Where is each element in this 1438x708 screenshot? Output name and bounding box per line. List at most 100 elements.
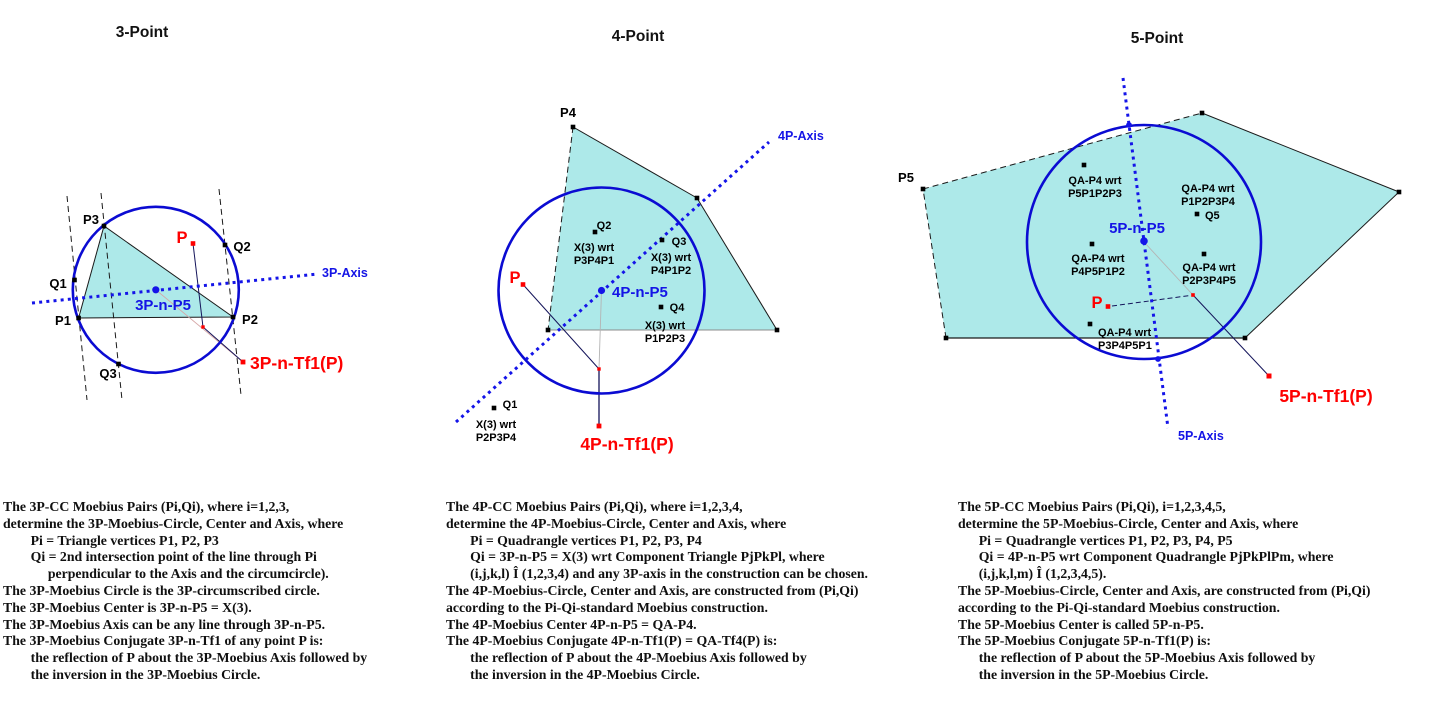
label-p-4p: P (509, 269, 520, 287)
point-marker-q3-4p (659, 237, 665, 243)
panel-5p-diagram: 5-Point P5 5P-Axis 5P-n-P5 QA-P4 wrt P5P… (898, 30, 1402, 443)
point-marker-p-5p (1105, 304, 1111, 309)
point-marker-q2 (222, 242, 228, 248)
center-dot-4p (597, 286, 606, 295)
label-p5: P5 (898, 170, 914, 185)
point-marker-q1 (72, 277, 77, 283)
label-q1-tri: P2P3P4 (476, 432, 517, 444)
point-marker-vertex-p1 (545, 327, 551, 333)
label-center-5p: 5P-n-P5 (1109, 220, 1165, 237)
perpendicular-line-p2q2 (218, 188, 242, 396)
point-marker-vertex-right (1396, 189, 1402, 195)
label-q3-tri: P4P1P2 (651, 265, 691, 277)
label-q2-wrt: X(3) wrt (574, 242, 615, 254)
inversion-ray-4p (598, 290, 602, 370)
label-qa1-quad: P5P1P2P3 (1068, 188, 1122, 200)
point-marker-p5 (920, 186, 926, 192)
triangle-p1p2p3 (77, 225, 235, 319)
label-q1: Q1 (49, 276, 66, 291)
axis-circle-intersection-top (1126, 122, 1132, 128)
label-qa4-wrt: QA-P4 wrt (1182, 262, 1236, 274)
label-q1-wrt: X(3) wrt (476, 419, 517, 431)
description-5p: The 5P-CC Moebius Pairs (Pi,Qi), i=1,2,3… (958, 499, 1371, 682)
label-p4: P4 (560, 105, 577, 120)
label-q4-name: Q4 (670, 302, 686, 314)
conjugate-segment-3p (202, 326, 244, 363)
point-marker-reflection-5p (1191, 293, 1195, 297)
inversion-ray-5p (1143, 241, 1194, 296)
panel-title-4p: 4-Point (612, 28, 665, 45)
label-qa2-wrt: QA-P4 wrt (1181, 183, 1235, 195)
point-marker-p-3p (190, 241, 196, 246)
point-marker-qa3 (1089, 241, 1095, 247)
point-marker-p3 (101, 223, 107, 229)
point-marker-vertex-p3 (694, 195, 700, 201)
label-qa4-quad: P2P3P4P5 (1182, 275, 1236, 287)
label-q2: Q2 (233, 239, 250, 254)
label-axis-4p: 4P-Axis (778, 129, 824, 143)
label-q1-name: Q1 (503, 399, 518, 411)
panel-4p-diagram: 4-Point P4 4P-Axis 4P-n-P5 Q2 X(3) wrt P… (454, 28, 824, 454)
inversion-ray-3p (155, 289, 244, 363)
point-marker-q2-4p (592, 229, 598, 235)
quad-edge-p4p1-dashed (547, 126, 574, 331)
label-p3: P3 (83, 212, 99, 227)
moebius-circle-5p (1025, 123, 1263, 361)
point-marker-p4 (570, 124, 576, 130)
label-q4-wrt: X(3) wrt (645, 320, 686, 332)
label-qa1-wrt: QA-P4 wrt (1068, 175, 1122, 187)
label-qa3-quad: P4P5P1P2 (1071, 266, 1125, 278)
moebius-axis-5p (1121, 77, 1170, 429)
label-tf1-4p: 4P-n-Tf1(P) (580, 434, 673, 454)
pent-edge-right-br (1244, 191, 1400, 339)
reflection-segment-5p-dashed (1111, 295, 1191, 307)
label-qa3-wrt: QA-P4 wrt (1071, 253, 1125, 265)
label-q3-name: Q3 (672, 236, 687, 248)
label-q2-name: Q2 (597, 220, 612, 232)
point-marker-reflection-4p (597, 367, 601, 371)
label-axis-5p: 5P-Axis (1178, 429, 1224, 443)
point-marker-reflection-3p (201, 325, 205, 329)
panel-title-5p: 5-Point (1131, 30, 1184, 47)
moebius-circle-3p (71, 205, 241, 375)
point-marker-vertex-bl (943, 335, 949, 341)
point-marker-q1-4p (491, 405, 497, 411)
label-tf1-3p: 3P-n-Tf1(P) (250, 353, 343, 373)
label-axis-3p: 3P-Axis (322, 266, 368, 280)
label-center-4p: 4P-n-P5 (612, 284, 668, 301)
label-center-3p: 3P-n-P5 (135, 297, 191, 314)
pent-edge-top-right (1201, 112, 1400, 193)
moebius-axis-3p (31, 272, 319, 305)
label-qa2-quad: P1P2P3P4 (1181, 196, 1236, 208)
label-p2: P2 (242, 312, 258, 327)
description-3p: The 3P-CC Moebius Pairs (Pi,Qi), where i… (3, 499, 368, 682)
point-marker-tf1-5p (1266, 373, 1272, 379)
quad-edge-p3p2 (696, 197, 778, 331)
point-marker-p2 (230, 314, 236, 320)
label-q4-tri: P1P2P3 (645, 333, 685, 345)
panel-3p-diagram: 3-Point P1 P2 P3 Q1 Q2 Q3 3P-Axis 3P-n-P… (31, 24, 368, 401)
label-q5: Q5 (1205, 210, 1220, 222)
quadrangle-p1p2p3p4 (548, 127, 777, 330)
point-marker-q3 (116, 361, 121, 367)
label-q2-tri: P3P4P1 (574, 255, 614, 267)
point-marker-p-4p (520, 282, 526, 287)
point-marker-vertex-top (1199, 110, 1205, 116)
point-marker-vertex-br (1242, 335, 1248, 341)
conjugate-segment-5p (1192, 294, 1270, 377)
pent-edge-bl-p5-dashed (922, 188, 947, 339)
label-q3-wrt: X(3) wrt (651, 252, 692, 264)
pentagon-p1p2p3p4p5 (923, 113, 1399, 338)
point-marker-q5 (1194, 211, 1200, 217)
label-p1: P1 (55, 313, 71, 328)
moebius-circle-4p (497, 186, 706, 395)
center-dot-3p (152, 286, 160, 294)
point-marker-qa5 (1087, 321, 1093, 327)
point-marker-p1 (76, 315, 81, 321)
description-4p: The 4P-CC Moebius Pairs (Pi,Qi), where i… (446, 499, 868, 682)
panel-title-3p: 3-Point (116, 24, 169, 41)
label-q3: Q3 (99, 366, 116, 381)
axis-circle-intersection-bottom (1155, 356, 1161, 362)
label-tf1-5p: 5P-n-Tf1(P) (1279, 386, 1372, 406)
